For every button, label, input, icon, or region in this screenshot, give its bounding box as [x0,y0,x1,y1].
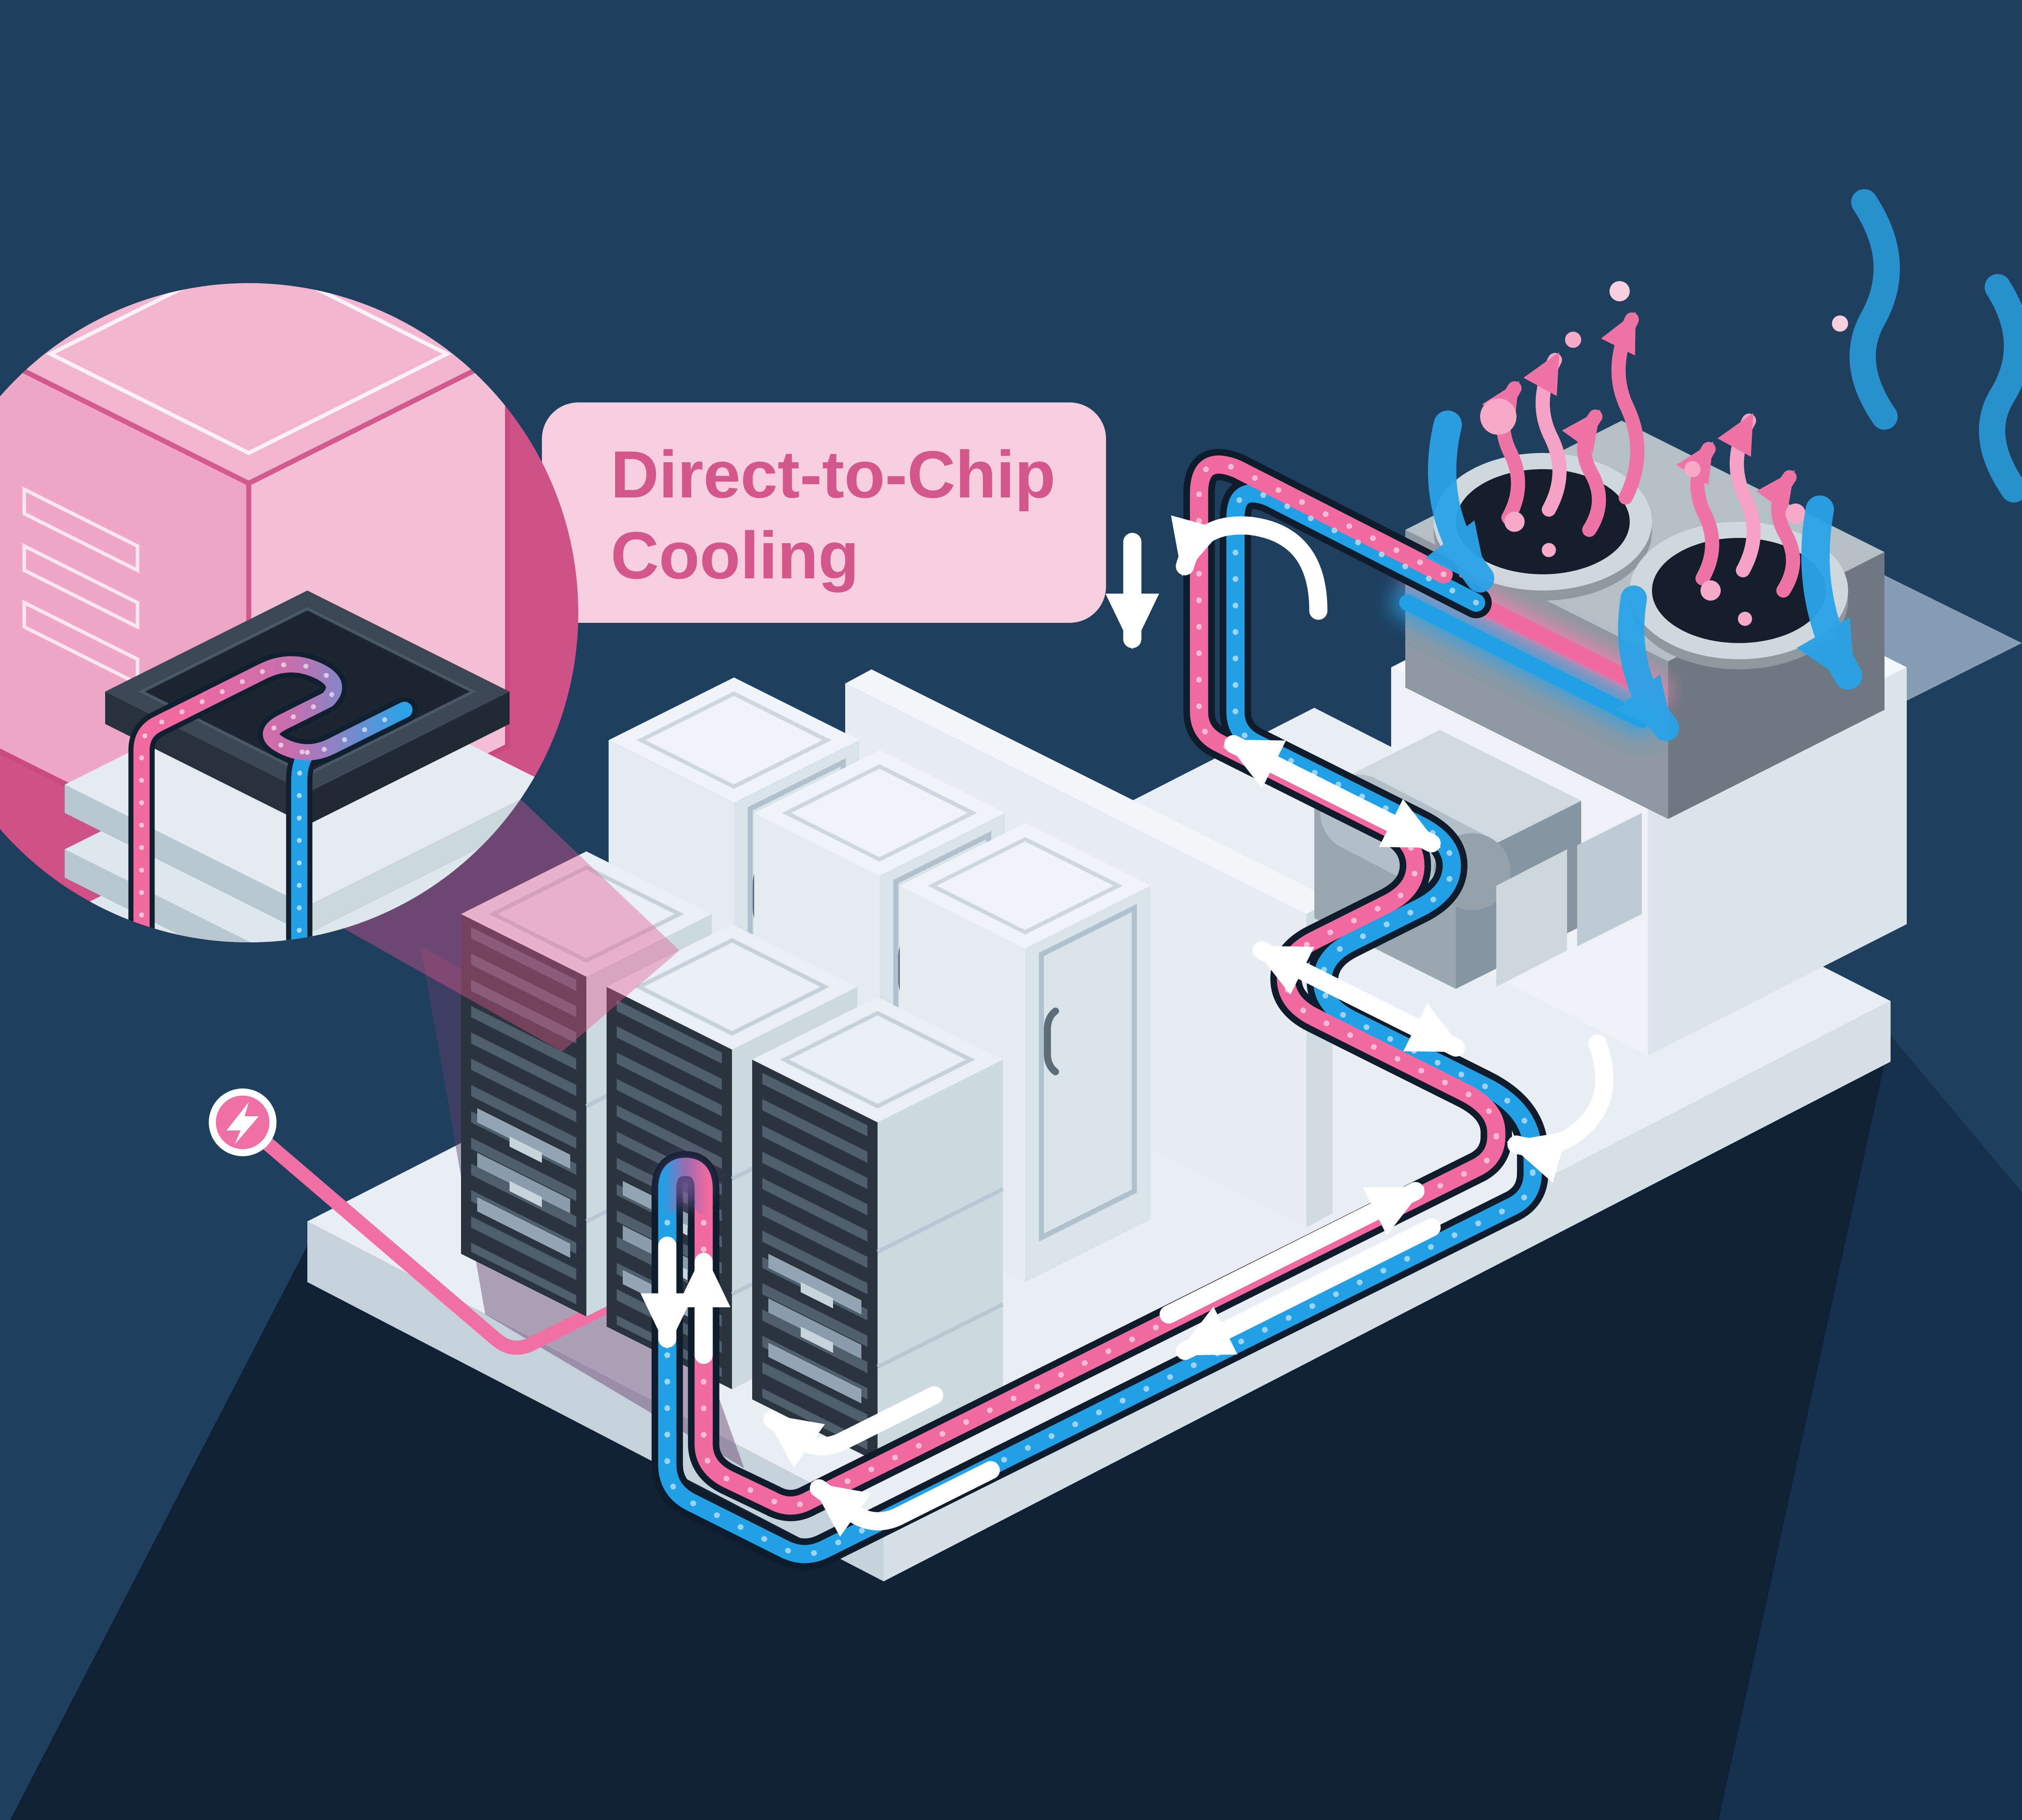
arrow-edge-down [1176,1218,1441,1360]
arrow-cdu-1 [1224,735,1441,853]
cdu-panel-2 [1577,813,1642,946]
flow-arrows [640,515,1614,1537]
magnifier-beam [340,789,679,1052]
arrow-corner-2 [810,1461,1000,1537]
arrow-corner-curve [1506,1034,1614,1183]
arrow-cdu-2 [1252,941,1465,1057]
cdu-panel-1 [1496,849,1567,987]
arrow-cooler-turn [1171,515,1328,620]
cool-air-arrows [1426,189,2022,741]
callout-box [542,402,1106,623]
server-rack-dark-3 [752,997,1003,1462]
heat-bubbles [1480,281,1848,626]
floor-shadow [10,1035,1891,1820]
wall-top [845,669,1332,914]
callout-label: Direct-to-Chip Cooling [542,402,1106,623]
lightning-bolt-icon [226,1102,259,1145]
arrow-corner-1 [763,1386,943,1468]
lightning-bolt-badge [209,1088,277,1156]
heat-arrows [1480,281,1848,626]
callout-line2: Cooling [611,518,859,593]
platform-side [1648,667,1907,1056]
power-cable [235,1115,735,1355]
arrow-edge-up [1159,1182,1425,1324]
floor-side-right [884,1001,1891,1581]
callout-line1: Direct-to-Chip [611,437,1055,512]
coolant-pipes [663,465,1533,1554]
